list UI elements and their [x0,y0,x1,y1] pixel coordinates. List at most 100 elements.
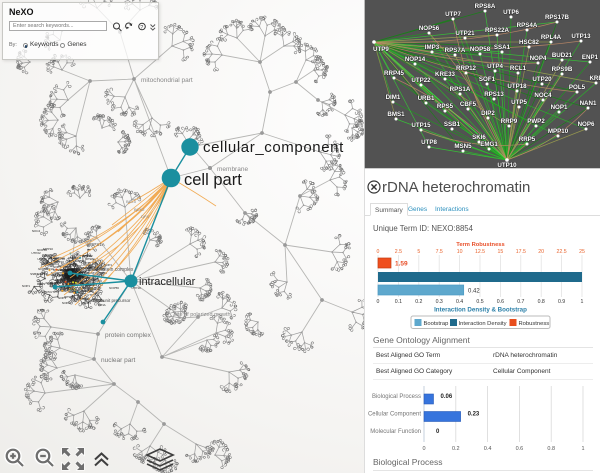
svg-text:UTP10: UTP10 [67,274,77,278]
svg-text:NOP56: NOP56 [67,274,77,278]
svg-text:RPL4A: RPL4A [541,34,562,41]
svg-text:NOC4: NOC4 [51,262,60,266]
svg-text:NOP56: NOP56 [38,267,48,271]
svg-text:NOC4: NOC4 [61,262,70,266]
svg-text:MPP10: MPP10 [63,269,73,273]
svg-text:UTP5: UTP5 [74,278,82,282]
svg-text:RPS1A: RPS1A [77,281,87,285]
svg-text:NOP56: NOP56 [67,274,77,278]
svg-text:UTP9: UTP9 [373,46,389,53]
svg-text:cellular_component: cellular_component [203,139,344,156]
svg-text:UTP10: UTP10 [71,269,81,273]
svg-text:MPP10: MPP10 [69,276,79,280]
svg-text:0: 0 [436,429,440,435]
svg-text:rRNA: rRNA [90,271,97,275]
svg-text:0: 0 [377,299,380,305]
svg-text:CBF5: CBF5 [460,101,477,108]
svg-text:NOC4: NOC4 [60,288,69,292]
svg-text:0.2: 0.2 [452,446,460,452]
svg-text:UTP5: UTP5 [75,277,83,281]
svg-text:RPS1A: RPS1A [450,86,471,93]
svg-text:MPP10: MPP10 [548,128,569,135]
svg-text:NOP56: NOP56 [109,286,119,290]
svg-text:MSN5: MSN5 [454,143,472,150]
svg-text:NOC4: NOC4 [68,290,77,294]
svg-text:RRP9: RRP9 [72,268,80,272]
svg-text:NOC4: NOC4 [45,253,54,257]
svg-text:NOP56: NOP56 [37,248,47,252]
svg-text:NOP56: NOP56 [97,271,107,275]
svg-text:RPS7A: RPS7A [445,47,466,54]
svg-text:RPS13: RPS13 [484,91,504,98]
svg-text:0.4: 0.4 [484,446,492,452]
svg-text:RPS17B: RPS17B [545,14,570,21]
svg-text:15: 15 [498,249,504,255]
svg-text:0.42: 0.42 [468,289,480,295]
svg-text:NOP1: NOP1 [551,104,568,111]
svg-text:UTP10: UTP10 [37,257,47,261]
svg-text:RPS8A: RPS8A [46,273,56,277]
svg-text:CBF5: CBF5 [69,273,77,277]
svg-text:nuclear part: nuclear part [101,357,136,364]
svg-text:RRP9: RRP9 [68,274,76,278]
svg-text:UTP10: UTP10 [73,289,83,293]
svg-text:RPS1A: RPS1A [60,277,70,281]
svg-text:DIM1: DIM1 [386,94,401,101]
svg-text:CBF5: CBF5 [42,290,50,294]
svg-text:CBF5: CBF5 [68,274,76,278]
svg-text:1: 1 [581,299,584,305]
svg-text:1.59: 1.59 [395,261,408,268]
svg-text:0: 0 [422,446,425,452]
svg-text:SSB1: SSB1 [444,121,461,128]
svg-text:SSB1: SSB1 [52,259,60,263]
svg-text:NOP1: NOP1 [104,263,113,267]
svg-text:NOC4: NOC4 [534,92,552,99]
svg-text:RRP45: RRP45 [384,70,405,77]
svg-text:17.5: 17.5 [516,249,526,255]
svg-text:Cellular Component: Cellular Component [368,412,421,418]
svg-text:HSC82: HSC82 [519,39,540,46]
svg-text:NOP56: NOP56 [50,281,60,285]
svg-text:intracellular: intracellular [139,276,196,288]
svg-text:UTP5: UTP5 [75,271,83,275]
svg-text:RPS8A: RPS8A [85,283,95,287]
svg-text:rRNA: rRNA [87,268,94,272]
svg-text:Biological Process: Biological Process [372,394,421,400]
svg-text:0.8: 0.8 [538,299,545,305]
svg-text:UTP21: UTP21 [455,30,475,37]
svg-text:RPS8A: RPS8A [70,275,80,279]
svg-text:RPS1A: RPS1A [68,276,78,280]
svg-text:RPS8A: RPS8A [67,274,77,278]
svg-text:RPL4A: RPL4A [83,266,93,270]
svg-text:DIP2: DIP2 [481,110,495,117]
svg-text:RRP9: RRP9 [65,275,73,279]
svg-text:RPS1A: RPS1A [73,275,83,279]
svg-text:NOP56: NOP56 [66,274,76,278]
svg-text:0.7: 0.7 [517,299,524,305]
svg-text:RPS8A: RPS8A [64,295,74,299]
svg-text:RCL1: RCL1 [510,65,527,72]
svg-text:RPL4A: RPL4A [64,278,74,282]
svg-text:UTP4: UTP4 [487,63,503,70]
svg-text:PWP2: PWP2 [527,118,545,125]
svg-text:CBF5: CBF5 [61,289,69,293]
svg-text:RPS8A: RPS8A [60,268,70,272]
svg-text:rRNA: rRNA [45,281,52,285]
svg-text:NOP58: NOP58 [470,46,491,53]
svg-text:NOP4: NOP4 [530,55,547,62]
svg-text:SSB1: SSB1 [57,268,65,272]
svg-text:RPS8A: RPS8A [75,282,85,286]
svg-text:UTP6: UTP6 [503,9,519,16]
svg-text:CBF5: CBF5 [82,289,90,293]
svg-text:RPS8A: RPS8A [66,268,76,272]
svg-text:RPS1A: RPS1A [41,262,51,266]
svg-text:UTP5: UTP5 [79,276,87,280]
svg-text:SSB1: SSB1 [75,271,83,275]
svg-text:ribonucleoprotein complex: ribonucleoprotein complex [75,267,134,273]
svg-text:0.1: 0.1 [395,299,402,305]
svg-text:RRP9: RRP9 [71,267,79,271]
svg-text:UTP8: UTP8 [421,139,437,146]
svg-text:UTP5: UTP5 [72,267,80,271]
svg-text:SKI6: SKI6 [472,134,486,141]
svg-text:NOP56: NOP56 [63,267,73,271]
